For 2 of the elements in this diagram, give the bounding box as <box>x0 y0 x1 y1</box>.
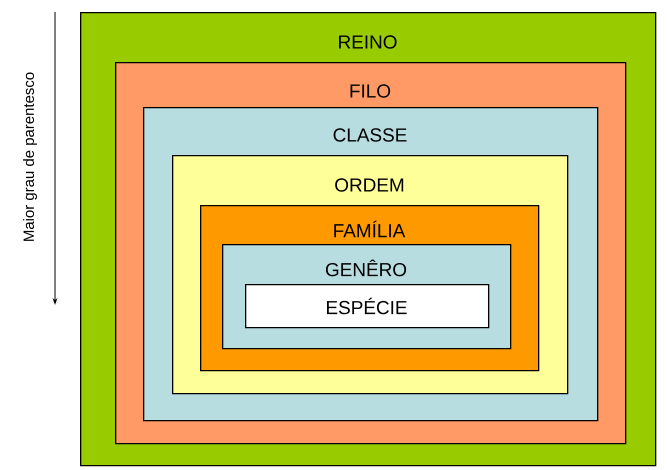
axis-label: Maior grau de parentesco <box>23 72 37 241</box>
taxon-box: ESPÉCIE <box>245 284 490 328</box>
